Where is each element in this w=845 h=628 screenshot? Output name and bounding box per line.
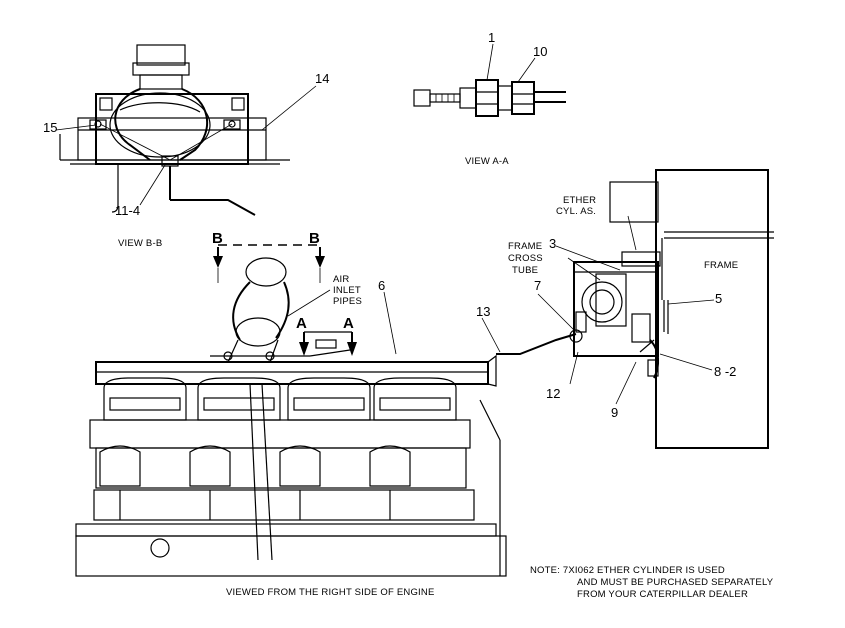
section-bb-marker [213, 244, 325, 283]
air-inlet-pipes-label-1: AIR [333, 274, 349, 285]
view-bb-drawing [59, 44, 290, 216]
callout-7: 7 [534, 278, 541, 293]
section-b-right: B [309, 230, 320, 247]
callout-1: 1 [488, 30, 495, 45]
frame-cross-tube-label-1: FRAME [508, 241, 542, 252]
ether-cylinder-assembly [569, 169, 774, 449]
view-bb-label: VIEW B-B [118, 238, 162, 249]
section-aa-marker [299, 331, 357, 356]
callout-8-2: 8 -2 [714, 364, 736, 379]
callout-9: 9 [611, 405, 618, 420]
callout-13: 13 [476, 304, 490, 319]
view-aa-label: VIEW A-A [465, 156, 509, 167]
callout-5: 5 [715, 291, 722, 306]
air-inlet-pipes-label-2: INLET [333, 285, 361, 296]
section-b-left: B [212, 230, 223, 247]
viewed-from-caption: VIEWED FROM THE RIGHT SIDE OF ENGINE [226, 587, 434, 598]
view-aa-drawing [413, 79, 566, 117]
frame-cross-tube-label-3: TUBE [512, 265, 538, 276]
callout-12: 12 [546, 386, 560, 401]
engine-right-side-view [75, 257, 507, 577]
ether-cyl-label-2: CYL. AS. [556, 206, 596, 217]
note-line-2: AND MUST BE PURCHASED SEPARATELY [577, 577, 774, 588]
callout-3: 3 [549, 236, 556, 251]
note-line-1: NOTE: 7XI062 ETHER CYLINDER IS USED [530, 565, 725, 576]
frame-cross-tube-label-2: CROSS [508, 253, 543, 264]
air-inlet-pipes-label-3: PIPES [333, 296, 362, 307]
section-a-right: A [343, 315, 354, 332]
section-a-left: A [296, 315, 307, 332]
note-line-3: FROM YOUR CATERPILLAR DEALER [577, 589, 748, 600]
callout-6: 6 [378, 278, 385, 293]
callout-15: 15 [43, 120, 57, 135]
callout-11-4: 11-4 [115, 203, 140, 218]
ether-cyl-label-1: ETHER [563, 195, 596, 206]
callout-10: 10 [533, 44, 547, 59]
callout-14: 14 [315, 71, 329, 86]
ether-line-tube [496, 333, 577, 355]
frame-label: FRAME [704, 260, 738, 271]
